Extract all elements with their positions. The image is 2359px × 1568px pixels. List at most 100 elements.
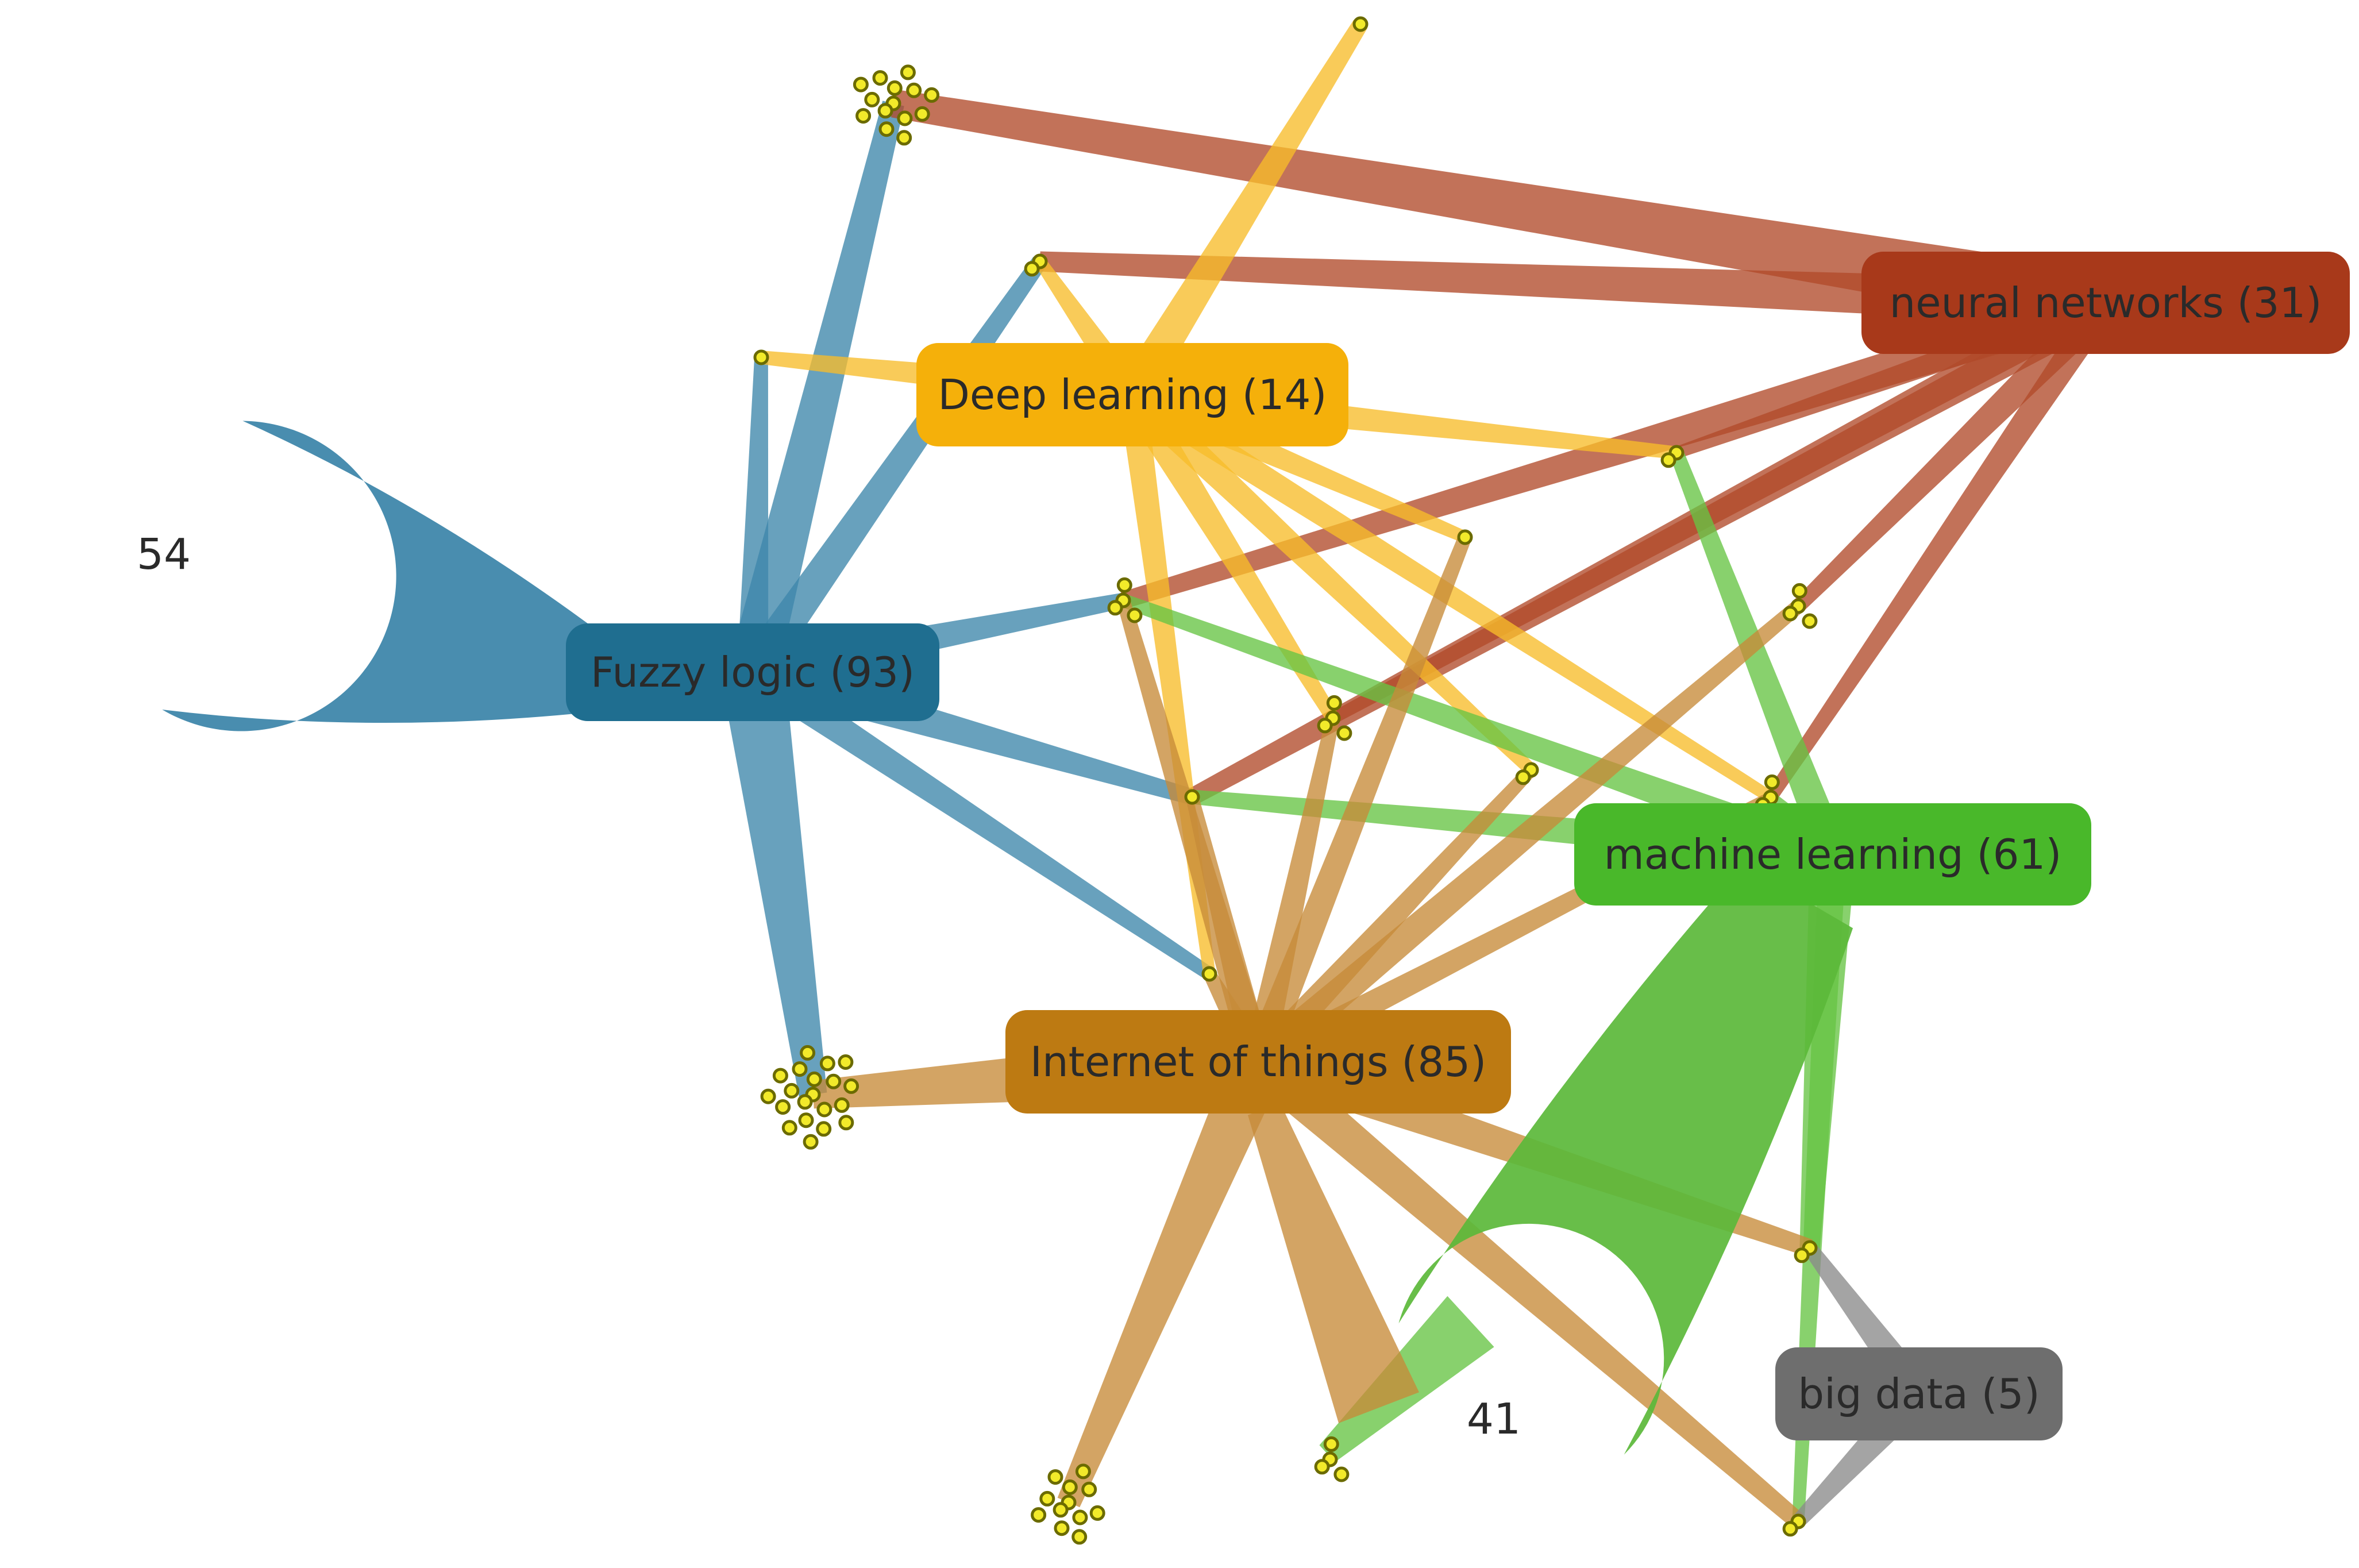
paper-dot xyxy=(1457,529,1473,545)
paper-dot xyxy=(864,91,880,107)
paper-dot xyxy=(816,1101,832,1118)
paper-dot xyxy=(760,1088,776,1104)
edge-fuzzy-to-group-m xyxy=(744,659,1213,980)
edge-iot-to-group-h xyxy=(1243,716,1340,1065)
node-label-iot: Internet of things (85) xyxy=(1030,1038,1486,1086)
edge-deep-to-group-d xyxy=(1116,20,1367,404)
paper-dot xyxy=(826,1073,842,1089)
paper-dot xyxy=(1764,774,1780,790)
node-neural: neural networks (31) xyxy=(1861,252,2350,354)
edge-iot-to-group-q xyxy=(1057,1051,1284,1508)
paper-group-j xyxy=(1515,762,1539,785)
paper-dot xyxy=(798,1112,814,1128)
edge-neural-to-group-i xyxy=(1793,291,2118,611)
paper-group-q xyxy=(1031,1463,1105,1545)
nodes-layer: Fuzzy logic (93) Deep learning (14) neural… xyxy=(566,252,2350,1440)
node-label-deep: Deep learning (14) xyxy=(938,371,1327,419)
paper-dot xyxy=(819,1055,835,1072)
node-box-fuzzy xyxy=(566,623,939,721)
paper-dot xyxy=(1201,966,1217,982)
paper-dot xyxy=(1515,769,1531,785)
edge-iot-to-group-r xyxy=(1245,1046,1804,1528)
paper-dot xyxy=(1062,1479,1078,1495)
paper-group-g xyxy=(1107,577,1143,623)
paper-dot xyxy=(1660,452,1676,468)
paper-dot xyxy=(772,1068,788,1084)
paper-group-e xyxy=(1660,445,1685,468)
paper-dot xyxy=(781,1120,797,1136)
edge-fuzzy-to-group-c xyxy=(737,357,769,673)
cluster-blob-fuzzy-only xyxy=(162,421,598,731)
paper-group-n xyxy=(760,1045,859,1150)
paper-dot xyxy=(834,1097,850,1113)
paper-dot xyxy=(906,82,922,98)
paper-group-d xyxy=(1352,16,1369,32)
paper-dot xyxy=(1071,1529,1088,1545)
paper-dot xyxy=(872,70,888,86)
paper-dot xyxy=(1089,1505,1105,1521)
cluster-blobs-layer: 54 41 xyxy=(137,421,1853,1455)
edge-neural-to-group-b xyxy=(1039,251,2107,326)
paper-dot xyxy=(924,87,940,103)
paper-dot xyxy=(900,64,916,80)
paper-dot xyxy=(1047,1469,1063,1485)
paper-dot xyxy=(1053,1502,1069,1518)
node-box-deep xyxy=(916,343,1348,446)
paper-dot xyxy=(1326,695,1342,711)
node-box-neural xyxy=(1861,252,2350,354)
node-box-iot xyxy=(1005,1010,1511,1114)
paper-dot xyxy=(1072,1509,1088,1525)
edge-ml-to-group-e xyxy=(1670,450,1848,861)
paper-dot xyxy=(1031,1507,1047,1523)
cluster-count-label-ml-only: 41 xyxy=(1467,1394,1521,1444)
paper-dot xyxy=(855,108,872,124)
node-box-ml xyxy=(1574,803,2091,906)
paper-dot xyxy=(816,1121,832,1137)
paper-dot xyxy=(1782,606,1798,622)
paper-group-o xyxy=(1794,1240,1818,1263)
paper-dot xyxy=(1039,1490,1055,1507)
paper-dot xyxy=(1791,583,1807,599)
paper-group-a xyxy=(853,64,940,146)
edge-fuzzy-to-group-a xyxy=(728,101,904,679)
node-label-bigdata: big data (5) xyxy=(1798,1370,2040,1418)
paper-dot xyxy=(1782,1521,1798,1537)
paper-dot xyxy=(1352,16,1369,32)
paper-group-r xyxy=(1782,1513,1806,1537)
paper-dot xyxy=(792,1061,808,1077)
edge-iot-cluster-arm xyxy=(1248,1103,1419,1423)
node-label-fuzzy: Fuzzy logic (93) xyxy=(591,648,915,696)
paper-dot xyxy=(878,121,895,137)
paper-dot xyxy=(1314,1459,1330,1475)
cluster-blob-ml-only xyxy=(1398,864,1853,1455)
paper-dot xyxy=(1127,607,1143,623)
paper-group-p xyxy=(1314,1436,1350,1482)
edge-deep-to-group-h xyxy=(1119,386,1339,722)
paper-dot xyxy=(1184,789,1200,805)
paper-dot xyxy=(1116,577,1132,593)
edge-iot-to-group-j xyxy=(1247,765,1536,1072)
paper-dot xyxy=(806,1071,822,1087)
paper-group-m xyxy=(1201,966,1217,982)
paper-dot xyxy=(853,76,869,93)
cluster-count-label-fuzzy-only: 54 xyxy=(137,530,191,579)
edge-iot-to-group-f xyxy=(1243,534,1472,1068)
paper-dot xyxy=(1323,1436,1339,1452)
paper-dot xyxy=(1333,1466,1350,1482)
paper-dot xyxy=(838,1115,854,1131)
paper-dot xyxy=(1081,1481,1097,1497)
paper-group-h xyxy=(1317,695,1352,741)
edge-deep-to-group-j xyxy=(1122,384,1536,775)
edge-neural-to-group-l xyxy=(1765,294,2118,802)
paper-dot xyxy=(1024,261,1040,277)
paper-dots-layer xyxy=(753,16,1818,1545)
paper-group-i xyxy=(1782,583,1818,629)
paper-dot xyxy=(1336,725,1352,741)
paper-dot xyxy=(843,1078,859,1094)
paper-dot xyxy=(775,1099,791,1115)
paper-dot xyxy=(886,80,903,96)
node-label-ml: machine learning (61) xyxy=(1604,830,2062,879)
edge-fuzzy-to-group-n xyxy=(720,668,827,1097)
paper-dot xyxy=(1075,1463,1091,1480)
